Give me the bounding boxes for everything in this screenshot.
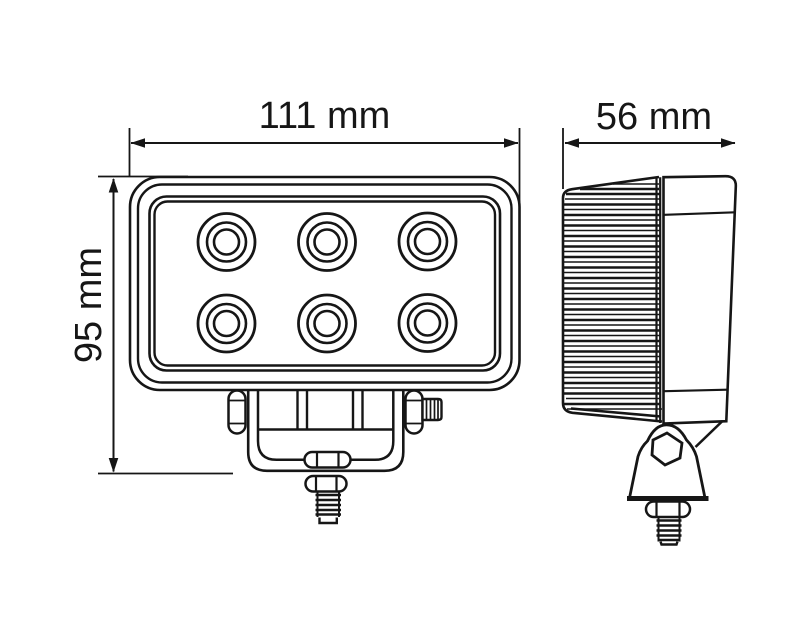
depth-dimension-label: 56 mm [596, 96, 712, 138]
housing-side-bezel-lines [664, 211, 736, 393]
housing-outer [128, 175, 521, 392]
led-lens [196, 212, 257, 272]
led-lens [297, 212, 357, 272]
bracket-inner [256, 388, 395, 462]
mounting-nut-front [304, 474, 348, 493]
bezel-inner [153, 200, 497, 367]
bolt-head-front-lines [315, 452, 340, 468]
pivot-knob-right [404, 389, 424, 435]
mounting-bracket-front [227, 388, 443, 525]
arrowhead-down-icon [108, 458, 119, 473]
bracket-support-arm [694, 420, 724, 448]
pivot-knob-right-lines [405, 399, 423, 425]
led-lens [397, 211, 458, 272]
heatsink-fins-thick [564, 187, 661, 406]
pivot-knob-left-lines [228, 399, 246, 425]
front-view: 111 mm 95 mm [68, 95, 521, 525]
heatsink-edge-band [655, 177, 662, 423]
mounting-nut-side [644, 500, 692, 519]
heatsink-fins-thin [564, 183, 662, 410]
housing-inner [136, 183, 513, 384]
arrowhead-up-icon [108, 178, 119, 193]
bolt-thread-ridges [656, 519, 682, 542]
lamp-body [128, 175, 521, 392]
bolt-head-front [303, 450, 352, 469]
width-dimension-label: 111 mm [259, 95, 391, 137]
led-lens [397, 293, 458, 353]
arrowhead-left-icon [130, 138, 145, 148]
led-array [196, 211, 458, 354]
side-view: 56 mm [561, 96, 738, 546]
led-lens [196, 293, 257, 354]
depth-dimension: 56 mm [562, 96, 736, 189]
housing-side-outline [662, 174, 738, 425]
mounting-nut-side-lines [655, 501, 681, 517]
bracket-side [627, 420, 724, 546]
mounting-bolt-side [656, 517, 682, 546]
height-dimension-label: 95 mm [68, 247, 110, 363]
threaded-stub-ridges [425, 399, 439, 420]
bolt-tip [318, 517, 338, 525]
housing-side [662, 174, 738, 425]
arrowhead-right-icon [721, 138, 736, 148]
bolt-thread-ridges [315, 493, 341, 516]
pivot-knob-left [227, 389, 247, 435]
led-lens [297, 293, 357, 354]
bolt-tip [659, 541, 679, 546]
heatsink-outline [561, 175, 663, 423]
mounting-nut-front-lines [314, 476, 338, 492]
arrowhead-left-icon [564, 138, 579, 148]
bracket-outer [246, 388, 405, 473]
width-dimension: 111 mm [128, 95, 521, 211]
hex-socket-icon [650, 431, 684, 467]
height-dimension: 95 mm [68, 175, 233, 475]
arrowhead-right-icon [504, 138, 519, 148]
mounting-bolt-front [315, 491, 341, 525]
bracket-rail [258, 389, 394, 431]
width-extension-lines [128, 128, 521, 211]
bezel-outer [148, 195, 502, 372]
heatsink [561, 175, 663, 423]
pivot-bell [627, 423, 707, 500]
